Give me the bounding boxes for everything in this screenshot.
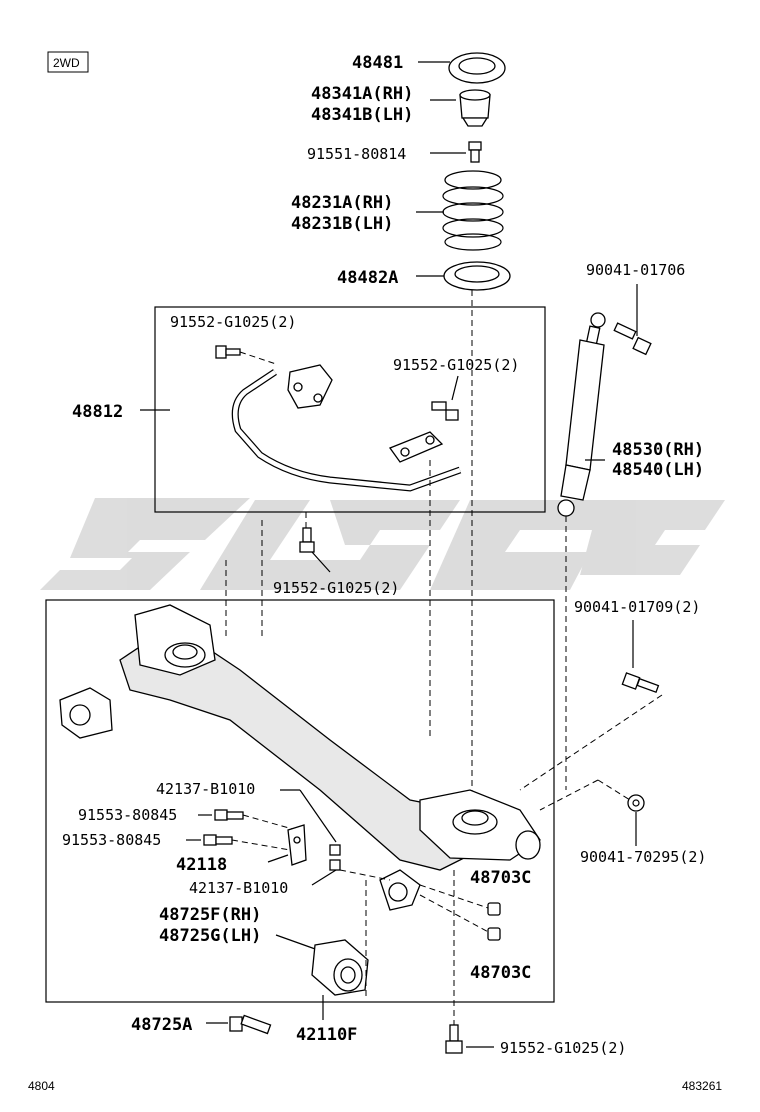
bolt-91553-b bbox=[203, 834, 233, 846]
bracket-42118 bbox=[287, 824, 307, 866]
label-91552-c: 91552-G1025(2) bbox=[273, 579, 399, 597]
label-90041-01709: 90041-01709(2) bbox=[574, 598, 700, 616]
axle-group-box bbox=[45, 599, 555, 1003]
label-48725f: 48725F(RH) bbox=[159, 905, 261, 925]
axle-bushing-48725 bbox=[311, 939, 369, 996]
upper-insulator-48481 bbox=[448, 52, 506, 84]
bolt-91553-a bbox=[214, 809, 244, 821]
label-48812: 48812 bbox=[72, 402, 123, 422]
nut-48703c-a bbox=[487, 902, 501, 916]
bump-stopper-48341 bbox=[459, 89, 491, 127]
stabilizer-bar-48812 bbox=[231, 364, 462, 492]
label-48530: 48530(RH) bbox=[612, 440, 704, 460]
label-91552-b: 91552-G1025(2) bbox=[393, 356, 519, 374]
footer-right-code: 483261 bbox=[682, 1079, 722, 1093]
nut-48703c-b bbox=[487, 927, 501, 941]
label-48540: 48540(LH) bbox=[612, 460, 704, 480]
variant-badge-box bbox=[47, 51, 89, 73]
bolt-90041-01706 bbox=[613, 322, 652, 356]
shock-absorber-48530 bbox=[557, 312, 606, 517]
nut-90041-70295 bbox=[627, 794, 645, 812]
footer-left-code: 4804 bbox=[28, 1079, 55, 1093]
label-48231b: 48231B(LH) bbox=[291, 214, 393, 234]
watermark-logo bbox=[40, 498, 725, 590]
bolt-48725a bbox=[229, 1014, 272, 1035]
rear-axle-beam-42110f bbox=[59, 604, 541, 911]
bushing-42137 bbox=[329, 844, 341, 871]
bolt-90041-01709 bbox=[621, 672, 660, 694]
label-91551: 91551-80814 bbox=[307, 145, 406, 163]
label-48703c-b: 48703C bbox=[470, 963, 531, 983]
label-91553-b: 91553-80845 bbox=[62, 831, 161, 849]
label-42110f: 42110F bbox=[296, 1025, 357, 1045]
bolt-91552-c bbox=[299, 527, 315, 553]
bolt-91552-a bbox=[215, 345, 241, 359]
lower-insulator-48482a bbox=[443, 261, 511, 291]
label-48725g: 48725G(LH) bbox=[159, 926, 261, 946]
coil-spring-48231 bbox=[442, 170, 504, 251]
bolt-91552-d bbox=[445, 1024, 463, 1054]
label-42137-a: 42137-B1010 bbox=[156, 780, 255, 798]
label-42118: 42118 bbox=[176, 855, 227, 875]
label-48703c-a: 48703C bbox=[470, 868, 531, 888]
label-42137-b: 42137-B1010 bbox=[189, 879, 288, 897]
label-90041-01706: 90041-01706 bbox=[586, 261, 685, 279]
label-91552-d: 91552-G1025(2) bbox=[500, 1039, 626, 1057]
label-48341a: 48341A(RH) bbox=[311, 84, 413, 104]
label-48482a: 48482A bbox=[337, 268, 398, 288]
label-48725a: 48725A bbox=[131, 1015, 192, 1035]
label-91553-a: 91553-80845 bbox=[78, 806, 177, 824]
bolt-91551 bbox=[468, 141, 482, 163]
label-48231a: 48231A(RH) bbox=[291, 193, 393, 213]
label-48341b: 48341B(LH) bbox=[311, 105, 413, 125]
label-48481: 48481 bbox=[352, 53, 403, 73]
bolt-91552-b bbox=[431, 401, 459, 421]
variant-badge: 2WD bbox=[53, 56, 80, 70]
label-91552-a: 91552-G1025(2) bbox=[170, 313, 296, 331]
label-90041-70295: 90041-70295(2) bbox=[580, 848, 706, 866]
